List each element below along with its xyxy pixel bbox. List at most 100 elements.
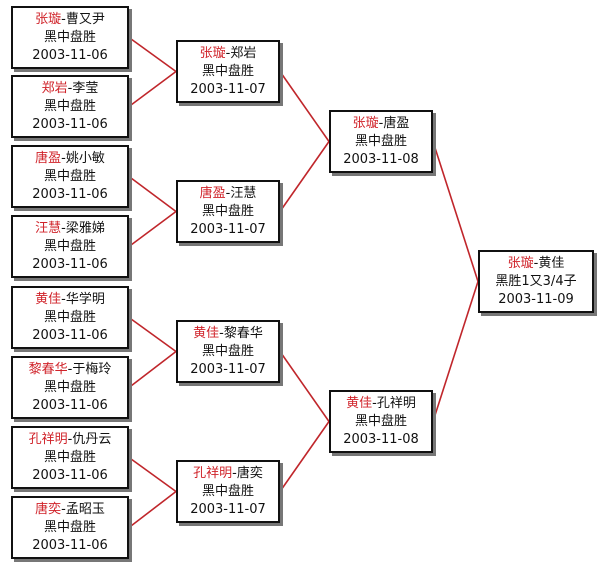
winner-name: 唐盈 [35,151,62,166]
separator-dash: - [67,81,73,96]
match-players: 郑岩-李莹 [13,80,127,98]
match-box-round1-5: 黄佳-华学明黑中盘胜 2003-11-06 [11,286,129,349]
match-date: 2003-11-06 [32,257,108,272]
connector-round1-1 [128,36,177,73]
match-result: 黑中盘胜 [201,344,254,359]
connector-round3-1 [432,141,479,282]
match-box-round1-7: 孔祥明-仇丹云黑中盘胜 2003-11-06 [11,426,129,489]
match-result: 黑中盘胜 [43,239,96,254]
separator-dash: - [61,221,66,236]
winner-name: 张璇 [507,256,534,271]
match-box-round1-4: 汪慧-梁雅娣黑中盘胜 2003-11-06 [11,215,129,278]
match-date: 2003-11-07 [190,82,266,97]
match-result: 黑中盘胜 [43,310,96,325]
match-result: 黑中盘胜 [354,414,407,429]
loser-name: 郑岩 [230,46,257,61]
match-date: 2003-11-07 [190,502,266,517]
match-date: 2003-11-06 [32,468,108,483]
winner-name: 张璇 [35,12,62,27]
winner-name: 黄佳 [346,396,373,411]
loser-name: 姚小敏 [65,151,105,166]
loser-name: 孟昭玉 [65,502,105,517]
separator-dash: - [61,502,66,517]
match-result: 黑中盘胜 [354,134,407,149]
match-players: 唐盈-姚小敏 [13,150,127,168]
winner-name: 唐盈 [199,186,226,201]
match-players: 张璇-黄佳 [480,255,592,273]
match-date: 2003-11-06 [32,328,108,343]
match-players: 黎春华-于梅玲 [13,361,127,379]
winner-name: 孔祥明 [193,466,233,481]
connector-round2-4 [279,421,330,492]
separator-dash: - [61,151,66,166]
match-result: 黑中盘胜 [201,204,254,219]
match-players: 孔祥明-唐奕 [178,465,278,483]
match-players: 黄佳-孔祥明 [331,395,431,413]
connector-round1-7 [128,456,177,493]
match-players: 张璇-曹又尹 [13,11,127,29]
match-players: 张璇-唐盈 [331,115,431,133]
match-result: 黑中盘胜 [43,520,96,535]
separator-dash: - [219,326,224,341]
match-players: 汪慧-梁雅娣 [13,220,127,238]
match-players: 黄佳-黎春华 [178,325,278,343]
loser-name: 唐盈 [383,116,410,131]
winner-name: 孔祥明 [28,432,68,447]
loser-name: 黄佳 [538,256,565,271]
match-date: 2003-11-07 [190,362,266,377]
connector-round2-2 [279,141,330,212]
separator-dash: - [378,116,384,131]
separator-dash: - [67,362,73,377]
winner-name: 唐奕 [35,502,62,517]
match-result: 黑中盘胜 [201,64,254,79]
separator-dash: - [225,46,231,61]
winner-name: 张璇 [199,46,226,61]
match-date: 2003-11-06 [32,48,108,63]
match-result: 黑中盘胜 [43,99,96,114]
connector-round1-4 [128,210,177,248]
connector-round1-3 [128,175,177,213]
match-date: 2003-11-08 [343,152,419,167]
match-date: 2003-11-06 [32,187,108,202]
loser-name: 仇丹云 [72,432,112,447]
match-date: 2003-11-06 [32,398,108,413]
match-players: 黄佳-华学明 [13,291,127,309]
separator-dash: - [533,256,539,271]
match-result: 黑中盘胜 [43,450,96,465]
loser-name: 曹又尹 [65,12,105,27]
separator-dash: - [225,186,231,201]
separator-dash: - [61,292,66,307]
loser-name: 孔祥明 [376,396,416,411]
separator-dash: - [372,396,377,411]
loser-name: 李莹 [72,81,99,96]
separator-dash: - [61,12,66,27]
match-players: 孔祥明-仇丹云 [13,431,127,449]
connector-round2-3 [279,351,330,422]
winner-name: 张璇 [352,116,379,131]
winner-name: 黄佳 [193,326,220,341]
match-players: 唐奕-孟昭玉 [13,501,127,519]
match-result: 黑胜1又3/4子 [495,274,577,289]
match-box-round2-1: 张璇-郑岩黑中盘胜 2003-11-07 [176,40,280,103]
match-box-round1-2: 郑岩-李莹黑中盘胜 2003-11-06 [11,75,129,138]
connector-round3-2 [432,281,479,422]
connector-round1-2 [128,70,177,108]
loser-name: 于梅玲 [72,362,112,377]
match-date: 2003-11-06 [32,538,108,553]
match-date: 2003-11-09 [498,292,574,307]
match-date: 2003-11-06 [32,117,108,132]
match-result: 黑中盘胜 [43,30,96,45]
winner-name: 黄佳 [35,292,62,307]
match-date: 2003-11-08 [343,432,419,447]
connector-round1-8 [128,490,177,529]
